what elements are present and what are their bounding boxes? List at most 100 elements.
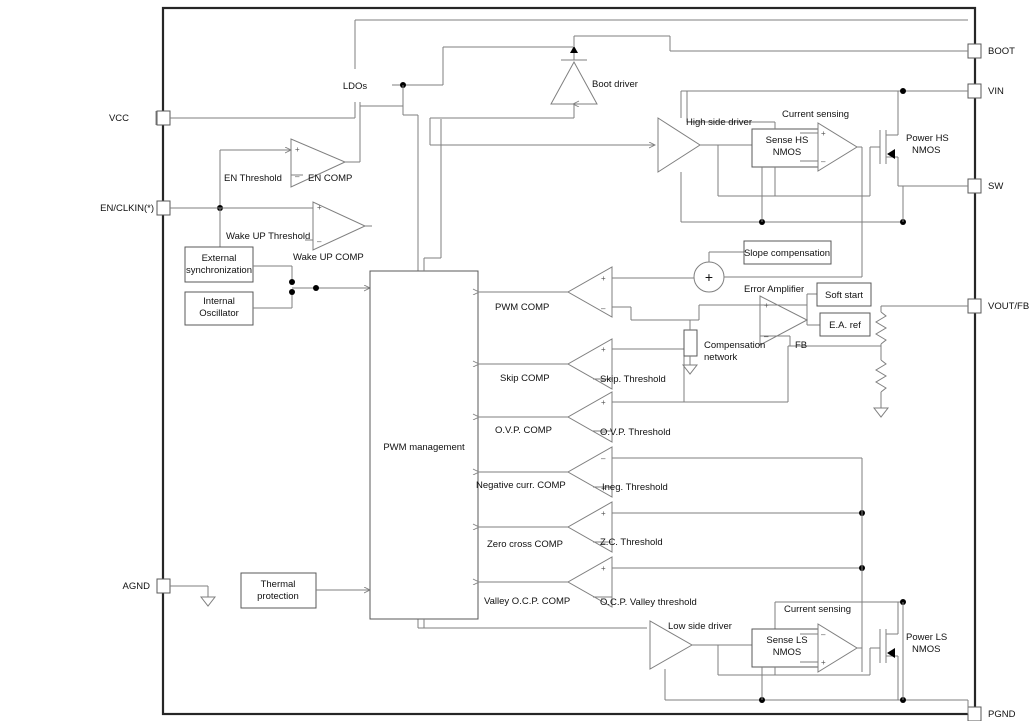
svg-text:+: + [821,129,826,138]
comparator-label-pwm-comp: PWM COMP [495,302,549,313]
ground-symbol-agnd [199,596,217,607]
comparator-sign-marks: + – + – + – + – + – – + + – + – + – + – … [295,129,826,667]
comparator-label-ovp-comp: O.V.P. COMP [495,425,552,436]
block-label-compensation-2: network [704,352,738,363]
thermal-protection-box [240,572,317,609]
svg-text:–: – [821,630,826,639]
svg-text:+: + [601,274,606,283]
comparator-label-skip-comp: Skip COMP [500,373,550,384]
svg-text:–: – [821,157,826,166]
external-synchronization-box [184,246,254,283]
chip-outline [161,6,977,716]
pin-en-clkin[interactable] [156,200,171,216]
svg-text:–: – [601,594,606,603]
block-label-soft-start: Soft start [825,290,863,301]
block-label-sense-hs-1: Sense HS [766,135,809,146]
wake-up-comp-triangle [312,201,367,251]
svg-text:+: + [764,301,769,310]
threshold-label-skip: Skip. Threshold [600,374,666,385]
current-sensing-ls-triangle [817,623,858,673]
internal-oscillator-box [184,291,254,326]
ea-ref-box [819,312,871,337]
pin-boot[interactable] [967,43,982,59]
power-device-label-ls-1: Power LS [906,632,947,643]
high-side-driver-triangle [657,117,701,173]
svg-text:+: + [601,509,606,518]
svg-text:+: + [295,145,300,154]
soft-start-box [816,282,872,307]
power-ls-nmos-symbol [870,602,899,700]
pin-sw[interactable] [967,178,982,194]
block-label-ea-ref: E.A. ref [829,320,861,331]
pin-agnd[interactable] [156,578,171,594]
ovp-comp-triangle [566,391,613,443]
pin-label-vout-fb: VOUT/FB [988,301,1029,312]
power-device-label-hs-1: Power HS [906,133,949,144]
driver-label-high-side: High side driver [686,117,752,128]
current-sensing-hs-triangle [817,122,858,172]
resistor-upper [875,311,887,345]
block-label-thermal-2: protection [257,591,299,602]
junction-clk [313,285,319,291]
svg-text:–: – [601,454,606,463]
comparator-label-zero-cross-comp: Zero cross COMP [487,539,563,550]
block-label-ldos: LDOs [343,81,368,92]
pin-vcc[interactable] [155,110,171,126]
svg-text:+: + [821,658,826,667]
block-label-thermal-1: Thermal [261,579,296,590]
power-device-label-ls-2: NMOS [912,644,941,655]
pin-label-vin: VIN [988,86,1004,97]
comparator-label-wake-up-comp: Wake UP COMP [293,252,364,263]
driver-label-boot: Boot driver [592,79,638,90]
block-label-pwm-management: PWM management [383,442,465,453]
resistor-lower [875,359,887,393]
pin-label-pgnd: PGND [988,709,1016,720]
svg-text:–: – [601,539,606,548]
block-label-external-sync-2: synchronization [186,265,252,276]
svg-text:–: – [601,304,606,313]
zero-cross-comp-triangle [566,501,613,553]
pin-vin[interactable] [967,83,982,99]
threshold-label-en: EN Threshold [224,173,282,184]
svg-text:+: + [601,484,606,493]
low-side-driver-triangle [649,620,694,670]
power-device-label-hs-2: NMOS [912,145,941,156]
summing-node-symbol: + [705,269,713,285]
slope-compensation-box [743,240,832,265]
threshold-label-ineg: Ineg. Threshold [602,482,668,493]
driver-label-low-side: Low side driver [668,621,732,632]
boot-driver-device [561,36,587,61]
threshold-label-wake-up: Wake UP Threshold [226,231,310,242]
block-label-compensation-1: Compensation [704,340,765,351]
pin-label-agnd: AGND [123,581,151,592]
net-label-fb: FB [795,340,807,351]
svg-text:–: – [295,172,300,181]
svg-text:+: + [601,345,606,354]
block-label-internal-osc-2: Oscillator [199,308,239,319]
comparator-label-valley-ocp-comp: Valley O.C.P. COMP [484,596,570,607]
svg-text:–: – [601,428,606,437]
power-hs-nmos-symbol [870,122,899,186]
comparator-label-error-amplifier: Error Amplifier [744,284,804,295]
pin-label-vcc: VCC [109,113,129,124]
pin-vout-fb[interactable] [967,298,982,314]
pin-pgnd[interactable] [967,706,982,721]
en-comp-triangle [290,138,347,188]
svg-text:–: – [601,376,606,385]
ground-symbol-comp [681,364,699,375]
svg-text:+: + [601,564,606,573]
error-amplifier-triangle [759,295,809,346]
comparator-label-en-comp: EN COMP [308,173,352,184]
threshold-label-ocp-valley: O.C.P. Valley threshold [600,597,697,608]
svg-text:+: + [601,398,606,407]
comparator-label-negative-curr-comp: Negative curr. COMP [476,480,566,491]
pin-label-boot: BOOT [988,46,1015,57]
pin-label-sw: SW [988,181,1003,192]
negative-curr-comp-triangle [566,446,613,498]
comparator-label-current-sensing-ls: Current sensing [784,604,851,615]
compensation-network-element [683,329,698,357]
svg-text:+: + [317,203,322,212]
block-label-internal-osc-1: Internal [203,296,235,307]
